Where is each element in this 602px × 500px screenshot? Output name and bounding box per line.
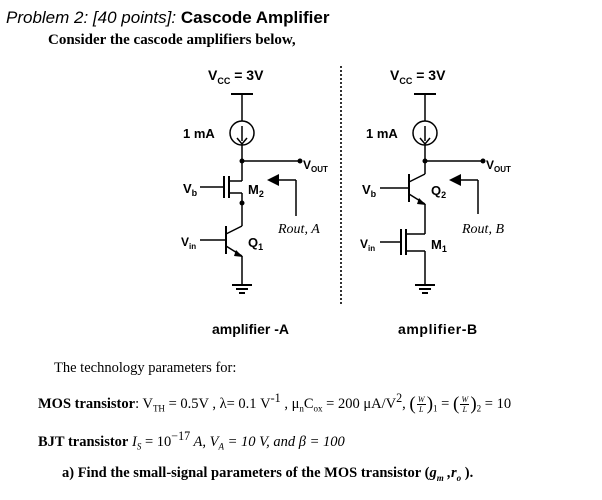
caption-amplifier-a: amplifier -A — [212, 321, 290, 337]
current-label-b: 1 mA — [366, 126, 398, 141]
current-label-a: 1 mA — [183, 126, 215, 141]
vin-label-a: Vin — [181, 235, 196, 251]
wl-value: = 10 — [484, 395, 512, 412]
q2-collector — [408, 173, 426, 183]
problem-topic: Cascode Amplifier — [180, 8, 330, 27]
vout-node-a — [297, 158, 303, 164]
amplifier-b-schematic: VCC = 3V 1 mA VOUT Vb Q2 Rout, B Vin M1 — [360, 67, 511, 294]
vb-label-b: Vb — [362, 182, 377, 199]
vout-label-b: VOUT — [486, 158, 511, 174]
current-arrow-head-b — [419, 137, 431, 146]
vcc-label-a: VCC = 3V — [208, 67, 264, 86]
amplifier-a-schematic: VCC = 3V 1 mA VOUT Vb M2 Rout, A Vin Q1 — [181, 67, 328, 294]
q2-emitter-arrow — [417, 198, 426, 205]
current-arrow-head-a — [236, 137, 248, 146]
vin-label-b: Vin — [360, 237, 375, 253]
question-part-a: a) Find the small-signal parameters of t… — [62, 465, 474, 483]
q1-emitter-arrow — [234, 250, 243, 257]
q2-label: Q2 — [431, 183, 446, 200]
problem-subtitle: Consider the cascode amplifiers below, — [48, 32, 296, 48]
m1-label: M1 — [431, 237, 447, 254]
q1-collector — [225, 225, 243, 235]
vb-label-a: Vb — [183, 181, 198, 198]
m2-source-node — [239, 200, 245, 206]
problem-number: Problem 2: [40 points]: — [6, 8, 181, 27]
bjt-label: BJT transistor — [38, 433, 129, 450]
caption-amplifier-b: amplifier-B — [398, 321, 478, 337]
q1-label: Q1 — [248, 235, 263, 252]
circuit-schematics: VCC = 3V 1 mA VOUT Vb M2 Rout, A Vin Q1 — [181, 66, 511, 304]
rout-label-b: Rout, B — [461, 222, 504, 237]
vcc-label-b: VCC = 3V — [390, 67, 446, 86]
tech-params-intro: The technology parameters for: — [54, 360, 237, 376]
bjt-params-line: BJT transistor IS = 10−17 A, VA = 10 V, … — [38, 429, 345, 452]
mos-params-line: MOS transistor: VTH = 0.5V , λ= 0.1 V-1 … — [38, 391, 512, 415]
mos-label: MOS transistor — [38, 395, 136, 412]
vout-label-a: VOUT — [303, 158, 328, 174]
m2-label: M2 — [248, 182, 264, 199]
rout-label-a: Rout, A — [277, 222, 320, 237]
problem-title: Problem 2: [40 points]: Cascode Amplifie… — [6, 8, 329, 28]
vout-node-b — [480, 158, 486, 164]
